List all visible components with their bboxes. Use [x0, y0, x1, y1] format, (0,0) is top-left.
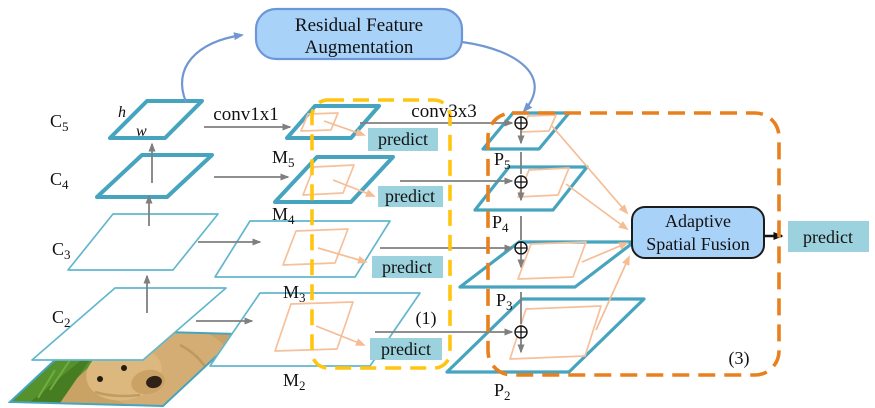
c5-label: C5 [50, 111, 69, 134]
predict-box-m2 [370, 338, 442, 360]
predict-box-m5 [368, 128, 438, 151]
c2-feature-map [31, 287, 227, 361]
m4-inner-map [302, 164, 355, 196]
width-dim-label: w [136, 123, 147, 140]
fusion-arrow-p2-asf [595, 255, 630, 331]
predict-label-m2: predict [381, 339, 431, 359]
bear-eye-left [97, 376, 103, 382]
c3-feature-map [67, 213, 219, 271]
group3-dashed-outline [486, 111, 781, 377]
rfa-label-line2: Augmentation [305, 37, 414, 58]
conv1x1-label: conv1x1 [213, 104, 278, 125]
add-icon-p4 [514, 175, 528, 189]
adaptive-spatial-fusion-box [631, 206, 765, 259]
rfa-output-curve [461, 40, 536, 113]
predict-box-m3 [372, 256, 443, 278]
p2-feature-map [445, 297, 646, 374]
predict-arrow-m5 [323, 120, 366, 137]
p2-label: P2 [494, 380, 511, 403]
add-icon-p2 [514, 325, 528, 339]
p5-label: P5 [494, 149, 511, 172]
m2-feature-map [209, 292, 421, 367]
predict-label-m4: predict [385, 186, 435, 206]
c2-label: C2 [52, 307, 71, 330]
c4-label: C4 [50, 169, 69, 192]
m2-inner-map [274, 301, 354, 352]
predict-box-m4 [378, 186, 443, 207]
predict-arrow-m2 [315, 325, 366, 346]
c4-feature-map [95, 153, 214, 199]
p3-feature-map [458, 240, 636, 289]
conv3x3-label: conv3x3 [411, 101, 476, 122]
m5-label: M5 [272, 147, 295, 170]
add-icon-p5 [514, 116, 528, 130]
group1-dashed-outline [310, 98, 452, 370]
group3-label: (3) [729, 348, 750, 369]
height-dim-label: h [118, 104, 126, 121]
m5-feature-map [285, 104, 381, 140]
m3-inner-map [282, 228, 349, 266]
bear-nose [146, 375, 162, 389]
input-image-border [7, 328, 243, 408]
rfa-input-curve [180, 32, 244, 103]
p3-label: P3 [496, 290, 513, 313]
p2-inner-map [509, 305, 602, 360]
fusion-arrow-p4-asf [565, 183, 629, 231]
m4-label: M4 [272, 204, 295, 227]
asf-label-line1: Adaptive [665, 211, 731, 231]
p4-feature-map [473, 165, 589, 212]
rfa-label-line1: Residual Feature [295, 15, 423, 36]
predict-label-m5: predict [378, 129, 428, 149]
m3-label: M3 [283, 282, 306, 305]
m3-feature-map [214, 220, 391, 278]
residual-feature-augmentation-box [254, 7, 464, 61]
predict-box-final [788, 221, 869, 252]
bear-eye-right [121, 365, 127, 371]
c5-feature-map [108, 99, 204, 140]
predict-arrow-m3 [317, 247, 368, 264]
add-icon-p3 [514, 241, 528, 255]
predict-label-m3: predict [382, 257, 432, 277]
predict-arrow-m4 [332, 179, 376, 197]
asf-label-line2: Spatial Fusion [646, 234, 750, 254]
m5-inner-map [300, 112, 339, 132]
fusion-arrow-p3-asf [581, 242, 629, 263]
fusion-arrow-p5-asf [551, 125, 629, 215]
m2-label: M2 [283, 370, 306, 393]
predict-label-final: predict [803, 227, 853, 247]
c3-label: C3 [52, 239, 71, 262]
p4-label: P4 [492, 212, 509, 235]
group1-label: (1) [416, 308, 437, 329]
